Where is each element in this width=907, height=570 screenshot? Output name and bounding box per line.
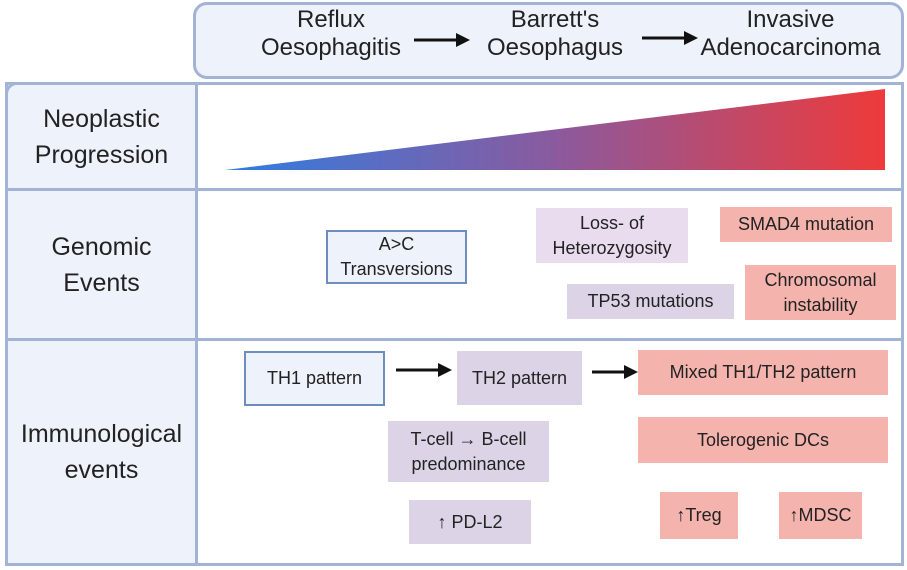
immune-tolerogenic-dcs: Tolerogenic DCs — [638, 417, 888, 463]
progression-gradient-wedge — [225, 89, 885, 170]
genomic-chromosomal-instability: Chromosomal instability — [745, 265, 896, 320]
stage-arrow-2 — [642, 31, 698, 45]
row-label-immunological-events: Immunological events — [20, 420, 183, 484]
immune-th1-pattern: TH1 pattern — [244, 351, 385, 406]
immune-th2-pattern: TH2 pattern — [457, 351, 582, 405]
immune-tcell-bcell-predominance: T-cell → B-cell predominance — [388, 421, 549, 482]
row-label-neoplastic-progression: Neoplastic Progression — [34, 104, 169, 169]
stage-barretts-oesophagus: Barrett's Oesophagus — [486, 6, 624, 61]
immune-pd-l2: ↑ PD-L2 — [409, 500, 531, 544]
row-label-genomic-events: Genomic Events — [51, 232, 152, 297]
stage-arrow-1 — [414, 33, 470, 47]
immune-arrow-2 — [592, 365, 638, 379]
genomic-smad4-mutation: SMAD4 mutation — [720, 207, 892, 242]
immune-arrow-1 — [396, 363, 452, 377]
immune-mdsc: ↑MDSC — [779, 492, 862, 539]
row-divider-1 — [5, 188, 904, 191]
immune-mixed-th1-th2-pattern: Mixed TH1/TH2 pattern — [638, 350, 888, 395]
genomic-tp53-mutations: TP53 mutations — [567, 284, 734, 319]
genomic-loss-of-heterozygosity: Loss- of Heterozygosity — [536, 208, 688, 263]
stage-invasive-adenocarcinoma: Invasive Adenocarcinoma — [700, 6, 881, 61]
stage-reflux-oesophagitis: Reflux Oesophagitis — [260, 6, 402, 61]
immune-treg: ↑Treg — [660, 492, 738, 539]
row-label-column — [5, 82, 198, 566]
genomic-ac-transversions: A>C Transversions — [326, 230, 467, 284]
row-divider-2 — [5, 338, 904, 341]
stage-header — [193, 2, 904, 79]
